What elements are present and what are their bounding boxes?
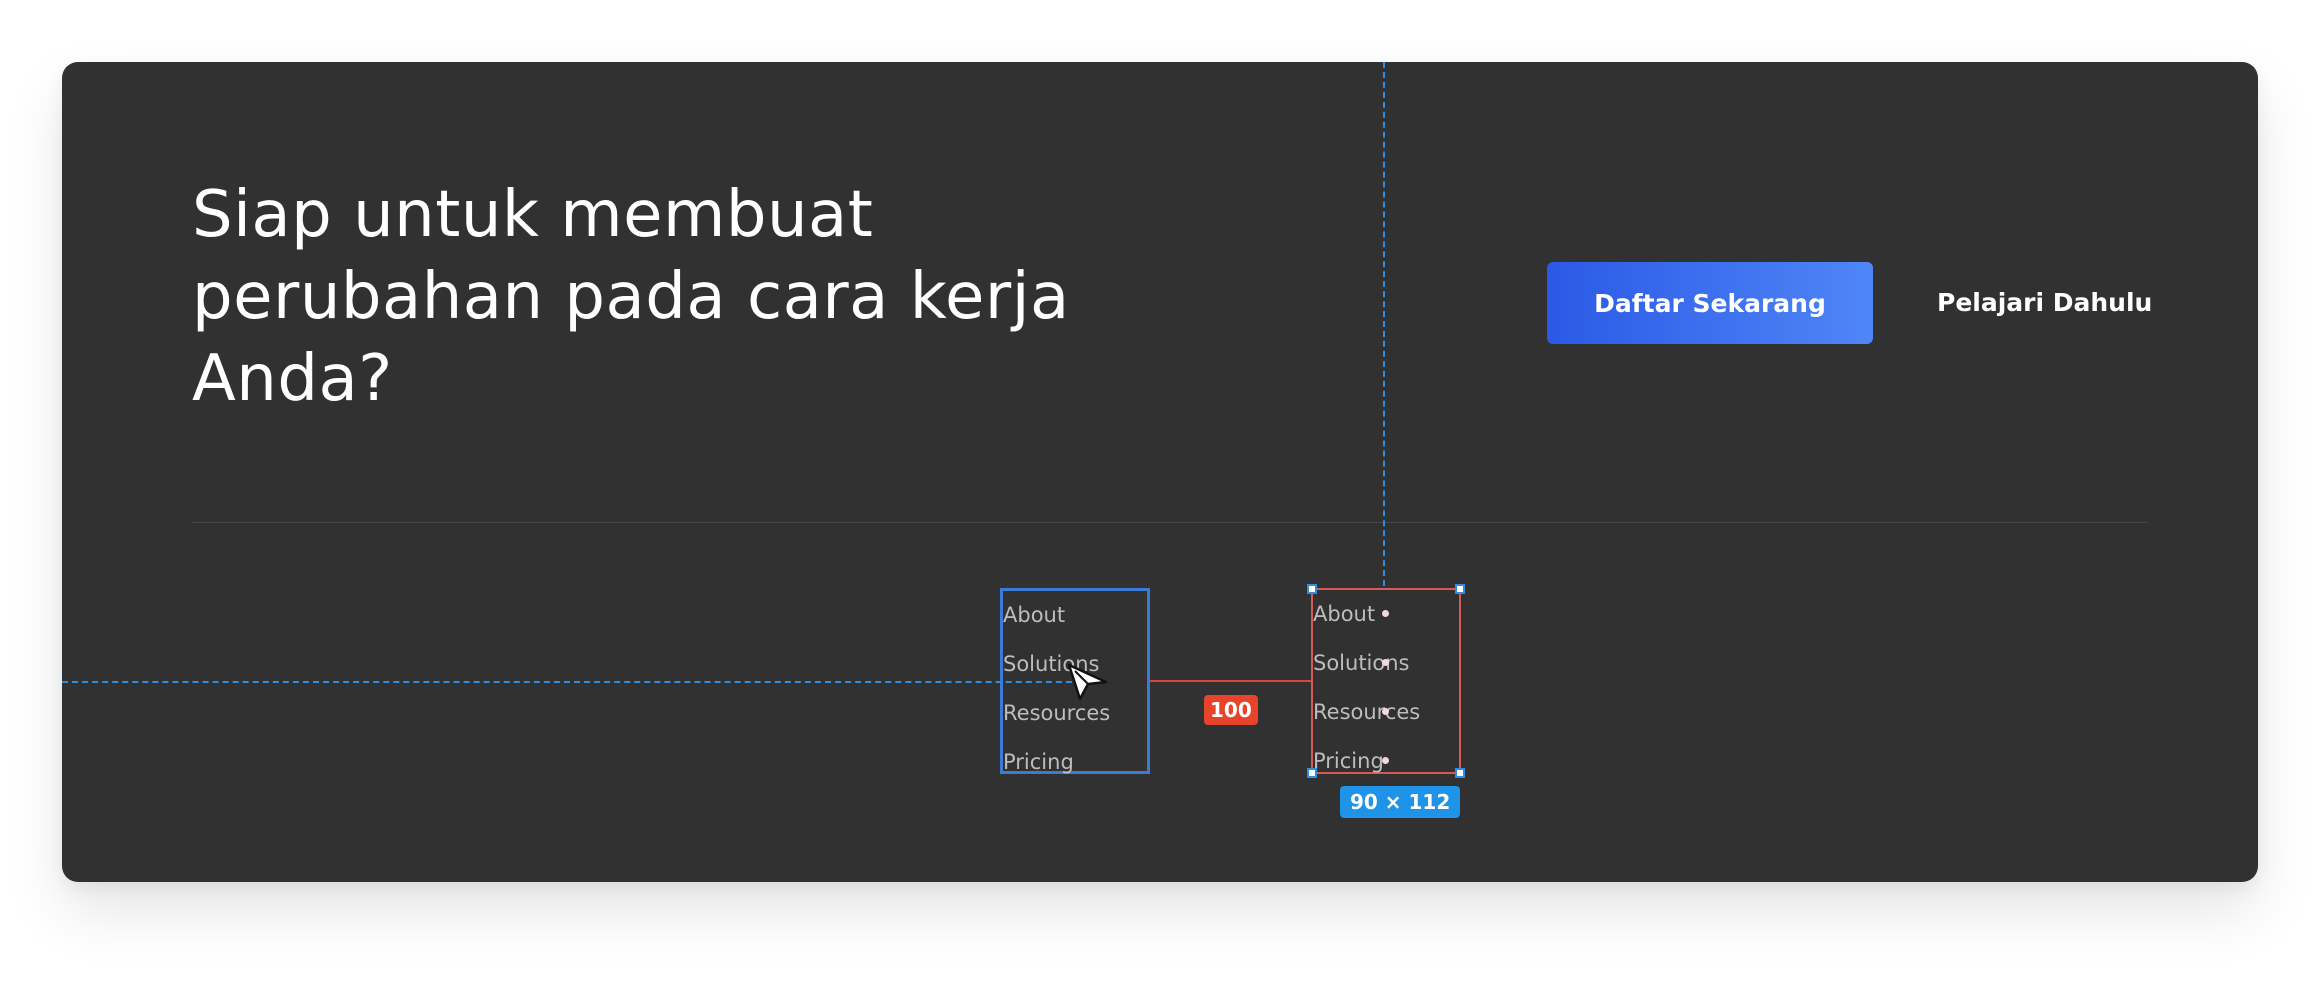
footer-nav-original[interactable]: About Solutions Resources Pricing <box>1000 588 1150 774</box>
resize-handle-bottom-right[interactable] <box>1455 768 1465 778</box>
nav-item-about[interactable]: About <box>1313 602 1376 626</box>
register-now-button[interactable]: Daftar Sekarang <box>1547 262 1873 344</box>
resize-handle-top-left[interactable] <box>1307 584 1317 594</box>
resize-handle-top-right[interactable] <box>1455 584 1465 594</box>
nav-item-solutions[interactable]: Solutions <box>1313 651 1410 675</box>
vertical-alignment-guide <box>1383 62 1385 586</box>
selection-size-badge: 90 × 112 <box>1340 786 1461 818</box>
horizontal-alignment-guide <box>62 681 1092 683</box>
spacing-measure-badge: 100 <box>1204 695 1258 725</box>
section-divider <box>192 522 2148 523</box>
center-point-dot <box>1382 757 1389 764</box>
nav-item-resources[interactable]: Resources <box>1313 700 1421 724</box>
arrow-pointer-icon <box>1067 663 1108 701</box>
nav-item-pricing[interactable]: Pricing <box>1313 749 1384 773</box>
learn-first-link[interactable]: Pelajari Dahulu <box>1937 262 2152 344</box>
center-point-dot <box>1382 708 1389 715</box>
nav-item-about[interactable]: About <box>1003 603 1066 627</box>
center-point-dot <box>1382 659 1389 666</box>
cta-headline: Siap untuk membuat perubahan pada cara k… <box>192 178 1070 416</box>
spacing-measure-line <box>1150 680 1311 682</box>
footer-nav-selected[interactable]: About Solutions Resources Pricing <box>1307 584 1465 778</box>
nav-item-pricing[interactable]: Pricing <box>1003 750 1074 774</box>
center-point-dot <box>1382 610 1389 617</box>
resize-handle-bottom-left[interactable] <box>1307 768 1317 778</box>
nav-item-resources[interactable]: Resources <box>1003 701 1111 725</box>
cta-card: Siap untuk membuat perubahan pada cara k… <box>62 62 2258 882</box>
